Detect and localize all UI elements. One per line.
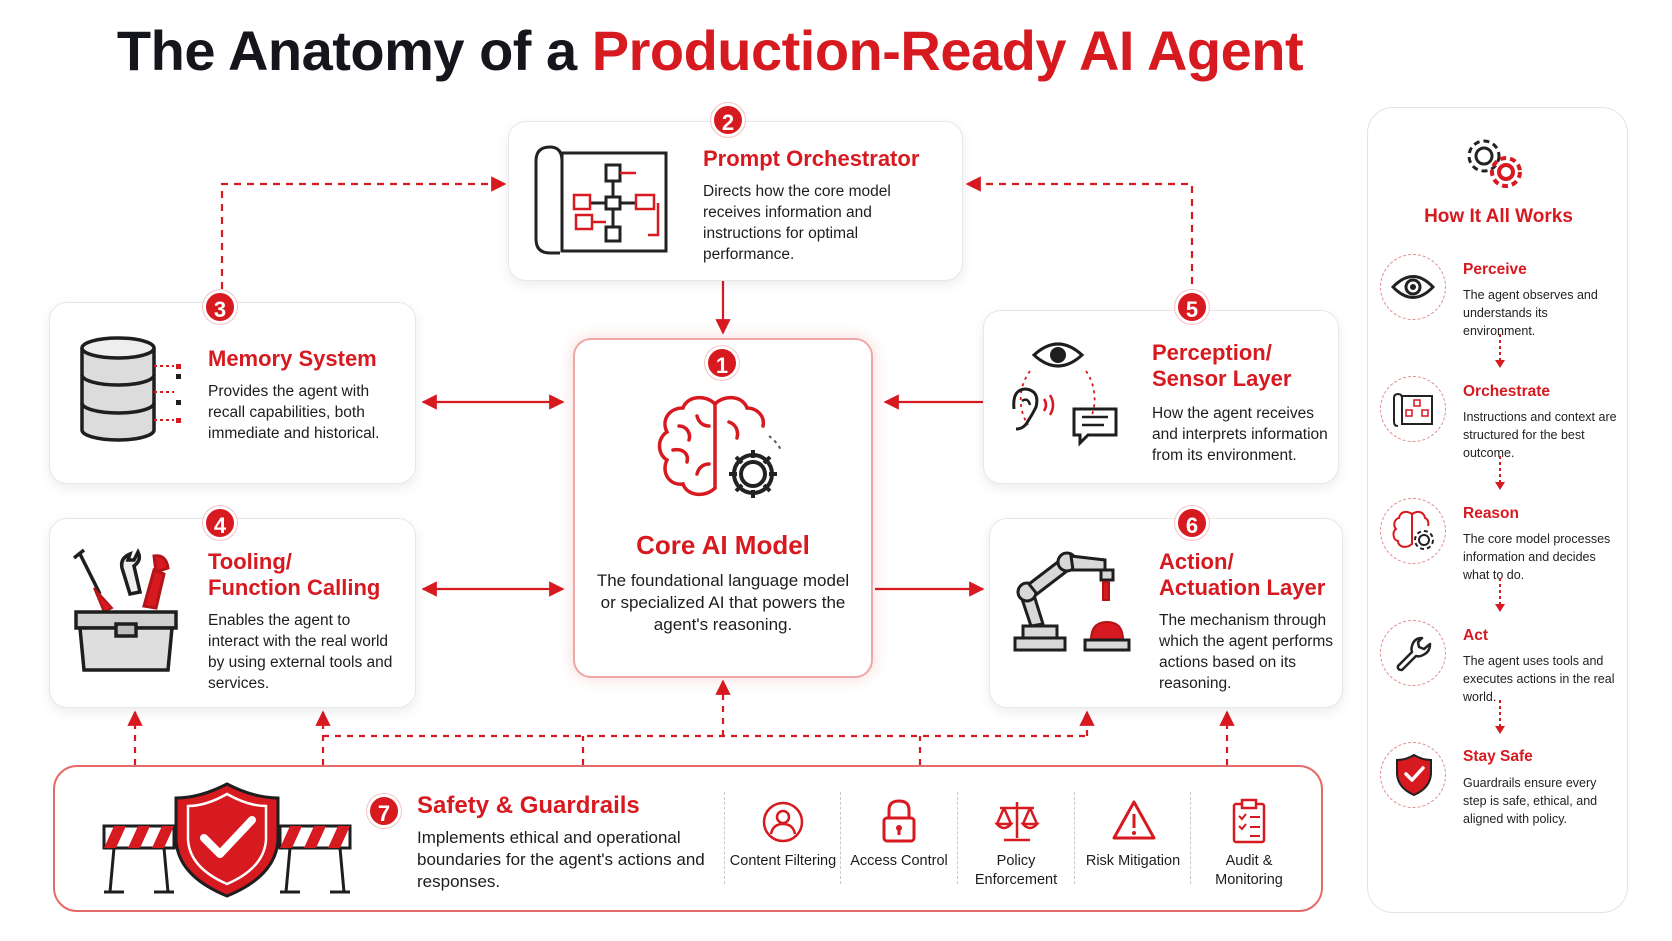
separator (1190, 792, 1191, 884)
step-circle (1380, 498, 1446, 564)
separator (957, 792, 958, 884)
wrench-icon (1396, 636, 1432, 672)
step-desc-orchestrate: Instructions and context are structured … (1463, 410, 1617, 460)
memory-desc: Provides the agent with recall capabilit… (208, 383, 380, 442)
scales-icon (994, 802, 1040, 842)
orchestrator-card (508, 121, 963, 281)
safety-desc: Implements ethical and operational bound… (417, 828, 705, 891)
warning-icon (1112, 800, 1156, 840)
step-title-act: Act (1463, 627, 1488, 644)
database-icon (80, 336, 181, 442)
safety-title: Safety & Guardrails (417, 792, 640, 819)
how-it-works-panel: How It All Works Perceive The agent obse… (1367, 107, 1628, 913)
page-title: The Anatomy of a Production-Ready AI Age… (0, 18, 1420, 83)
step-desc-stay-safe: Guardrails ensure every step is safe, et… (1463, 776, 1598, 826)
safety-item-risk-mitigation: Risk Mitigation (1085, 853, 1181, 869)
badge-1: 1 (705, 346, 739, 380)
shield-barrier-icon (102, 782, 352, 898)
separator (840, 792, 841, 884)
step-circle (1380, 620, 1446, 686)
step-circle (1380, 742, 1446, 808)
core-card (573, 338, 873, 678)
safety-item-audit-monitoring: Audit & Monitoring (1215, 853, 1283, 888)
step-arrow (1495, 334, 1505, 368)
shield-check-icon (1396, 753, 1432, 797)
tooling-title: Tooling/ Function Calling (208, 549, 381, 600)
badge-3: 3 (203, 290, 237, 324)
action-title: Action/ Actuation Layer (1159, 549, 1326, 600)
orchestrator-title: Prompt Orchestrator (703, 146, 920, 171)
badge-6: 6 (1175, 506, 1209, 540)
badge-7: 7 (367, 794, 401, 828)
toolbox-icon (72, 548, 178, 672)
perception-title: Perception/ Sensor Layer (1152, 340, 1292, 391)
badge-2: 2 (711, 103, 745, 137)
safety-item-access-control: Access Control (850, 853, 948, 869)
step-title-stay-safe: Stay Safe (1463, 748, 1533, 765)
badge-5: 5 (1175, 290, 1209, 324)
robot-arm-icon (1013, 551, 1131, 652)
memory-title: Memory System (208, 346, 377, 371)
tooling-desc: Enables the agent to interact with the r… (208, 612, 393, 692)
step-title-reason: Reason (1463, 505, 1519, 522)
step-arrow (1495, 700, 1505, 734)
perception-desc: How the agent receives and interprets in… (1152, 405, 1328, 464)
brain-gear-icon (1392, 510, 1434, 550)
title-part-accent: Production-Ready AI Agent (591, 19, 1304, 82)
step-circle (1380, 376, 1446, 442)
blueprint-icon (1393, 393, 1433, 427)
step-desc-act: The agent uses tools and executes action… (1463, 654, 1615, 704)
blueprint-icon (534, 145, 668, 255)
separator (1074, 792, 1075, 884)
lock-icon (882, 799, 916, 843)
step-arrow (1495, 456, 1505, 490)
step-desc-reason: The core model processes information and… (1463, 532, 1611, 582)
safety-item-policy-enforcement: Policy Enforcement (974, 853, 1058, 888)
arrow-memory-to-orchestrator (220, 176, 507, 302)
arrow-perception-to-orchestrator (965, 176, 1194, 310)
core-desc: The foundational language model or speci… (596, 571, 850, 634)
step-desc-perceive: The agent observes and understands its e… (1463, 288, 1598, 338)
perception-card (983, 310, 1339, 484)
safety-item-content-filtering: Content Filtering (729, 853, 837, 869)
title-part-dark: The Anatomy of a (116, 19, 592, 82)
step-circle (1380, 254, 1446, 320)
step-title-orchestrate: Orchestrate (1463, 383, 1551, 400)
core-title: Core AI Model (636, 530, 810, 560)
how-it-works-title: How It All Works (1424, 206, 1573, 227)
clipboard-icon (1232, 798, 1266, 844)
separator (724, 792, 725, 884)
action-desc: The mechanism through which the agent pe… (1159, 612, 1334, 692)
step-arrow (1495, 578, 1505, 612)
action-card (989, 518, 1343, 708)
orchestrator-desc: Directs how the core model receives info… (703, 183, 891, 263)
badge-4: 4 (203, 506, 237, 540)
gears-icon (1467, 139, 1522, 188)
user-shield-icon (762, 801, 804, 843)
step-title-perceive: Perceive (1463, 261, 1527, 278)
senses-icon (1012, 342, 1118, 447)
brain-gear-icon (657, 395, 782, 498)
eye-icon (1390, 275, 1436, 299)
